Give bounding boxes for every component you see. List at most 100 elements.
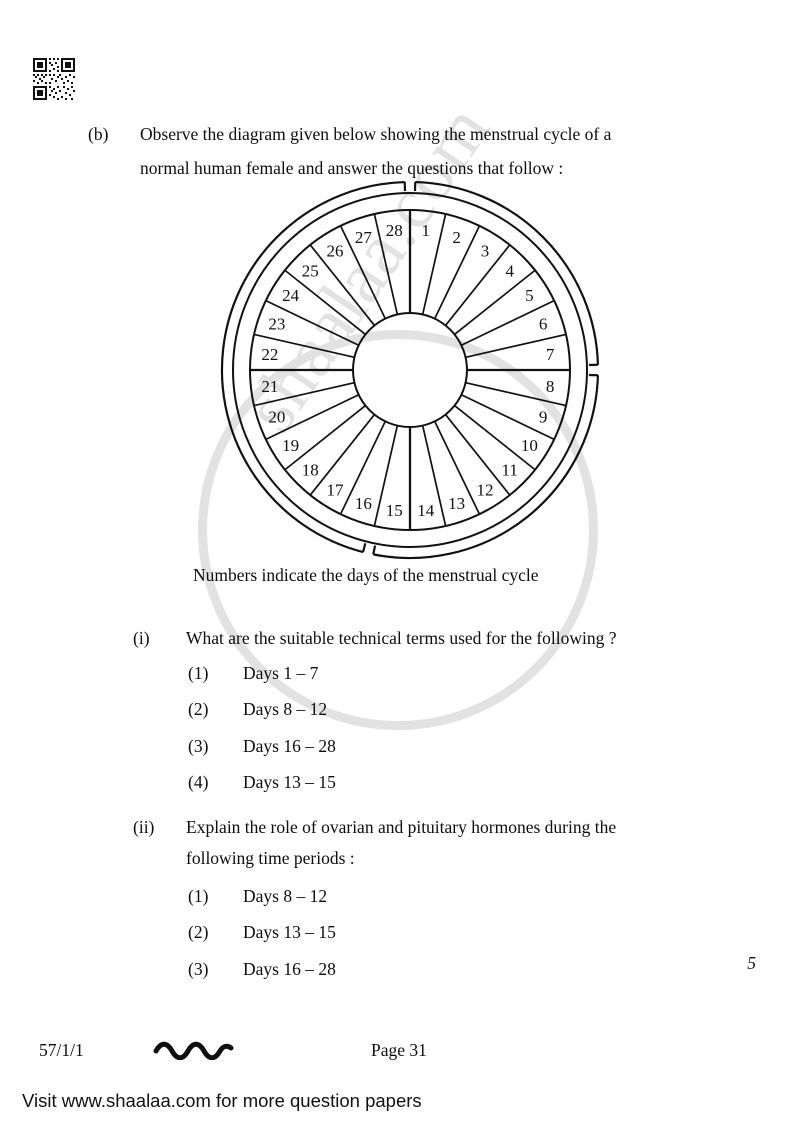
list-item: (2) Days 8 – 12	[188, 692, 608, 729]
wheel-spoke	[253, 381, 355, 407]
sub-question-i-label: (i)	[133, 628, 150, 648]
option-text: Days 13 – 15	[243, 772, 336, 793]
option-text: Days 16 – 28	[243, 735, 336, 756]
wheel-hub-circle	[352, 312, 468, 428]
list-item: (4) Days 13 – 15	[188, 765, 608, 802]
wheel-day-number: 24	[282, 286, 300, 305]
diagram-caption: Numbers indicate the days of the menstru…	[193, 565, 539, 585]
wheel-outer-circle	[232, 192, 588, 548]
wheel-spoke	[433, 225, 481, 320]
wheel-spoke	[373, 213, 399, 315]
visit-site-note: Visit www.shaalaa.com for more question …	[22, 1090, 422, 1111]
sub-question-ii-text: Explain the role of ovarian and pituitar…	[186, 812, 733, 874]
list-item: (1) Days 1 – 7	[188, 655, 608, 692]
wheel-day-number: 15	[386, 501, 403, 520]
sub-question-i: (i) What are the suitable technical term…	[133, 621, 733, 655]
wheel-spoke	[421, 213, 447, 315]
page-number: Page 31	[371, 1040, 427, 1060]
wheel-day-number: 13	[448, 494, 465, 513]
question-part-b: (b) Observe the diagram given below show…	[88, 117, 738, 185]
option-text: Days 8 – 12	[243, 699, 328, 720]
wheel-spoke	[444, 414, 511, 496]
sub-question-ii: (ii) Explain the role of ovarian and pit…	[133, 812, 733, 874]
wheel-spoke	[309, 414, 376, 496]
list-item: (3) Days 16 – 28	[188, 728, 608, 765]
wheel-day-number: 1	[422, 221, 431, 240]
phase-bracket-tick	[372, 545, 377, 555]
sub-question-i-text: What are the suitable technical terms us…	[186, 628, 617, 648]
wheel-day-number: 3	[481, 242, 490, 261]
wheel-spoke	[284, 404, 366, 471]
wheel-day-number: 17	[326, 480, 344, 499]
option-number: (4)	[188, 772, 209, 793]
wheel-day-number: 6	[539, 314, 548, 333]
option-number: (2)	[188, 922, 209, 943]
sub-question-ii-label: (ii)	[133, 817, 155, 837]
sub-question-ii-options: (1) Days 8 – 12 (2) Days 13 – 15 (3) Day…	[188, 878, 608, 988]
list-item: (1) Days 8 – 12	[188, 878, 608, 915]
marks-value: 5	[747, 953, 756, 973]
sub-question-ii-line1: Explain the role of ovarian and pituitar…	[186, 817, 617, 837]
wheel-day-number: 10	[521, 436, 538, 455]
list-item: (3) Days 16 – 28	[188, 951, 608, 988]
wheel-day-number: 25	[302, 261, 319, 280]
wheel-day-number: 27	[355, 228, 373, 247]
wheel-spoke	[433, 420, 481, 515]
wheel-spoke	[460, 393, 555, 441]
phase-bracket-arc	[220, 180, 405, 554]
wheel-day-number: 5	[525, 286, 534, 305]
wheel-spoke	[465, 381, 567, 407]
option-number: (2)	[188, 699, 209, 720]
phase-bracket-arc	[415, 180, 600, 365]
wheel-spoke	[454, 404, 536, 471]
wheel-spoke	[339, 225, 387, 320]
wheel-spoke	[421, 425, 447, 527]
wheel-day-number: 4	[505, 261, 514, 280]
option-text: Days 8 – 12	[243, 885, 328, 906]
wheel-day-number: 8	[546, 377, 555, 396]
wheel-spoke	[339, 420, 387, 515]
wheel-spoke	[284, 269, 366, 336]
wheel-day-number: 23	[268, 314, 285, 333]
part-b-prompt-line2: normal human female and answer the quest…	[140, 158, 564, 178]
part-b-prompt-line1: Observe the diagram given below showing …	[140, 124, 612, 144]
wheel-day-number: 28	[386, 221, 403, 240]
sub-question-ii-line2: following time periods :	[186, 848, 355, 868]
part-b-prompt: Observe the diagram given below showing …	[140, 117, 738, 185]
wheel-day-number: 2	[452, 228, 461, 247]
paper-code: 57/1/1	[39, 1040, 84, 1060]
wheel-day-number: 12	[477, 480, 494, 499]
sub-question-i-options: (1) Days 1 – 7 (2) Days 8 – 12 (3) Days …	[188, 655, 608, 801]
wheel-spokes	[250, 210, 570, 530]
wheel-day-number: 9	[539, 408, 548, 427]
wheel-day-number: 18	[302, 461, 319, 480]
wheel-day-number: 22	[261, 345, 278, 364]
qr-code-icon	[33, 58, 75, 100]
option-text: Days 16 – 28	[243, 958, 336, 979]
wheel-day-number: 14	[417, 501, 435, 520]
wheel-day-number: 20	[268, 408, 285, 427]
phase-bracket-tick	[361, 543, 367, 553]
option-number: (1)	[188, 662, 209, 683]
wheel-spoke	[309, 244, 376, 326]
option-text: Days 1 – 7	[243, 662, 319, 683]
option-number: (1)	[188, 885, 209, 906]
list-item: (2) Days 13 – 15	[188, 915, 608, 952]
wheel-day-number: 7	[546, 345, 555, 364]
option-text: Days 13 – 15	[243, 922, 336, 943]
wheel-spoke	[265, 393, 360, 441]
wheel-spoke	[444, 244, 511, 326]
wheel-day-number: 11	[502, 461, 518, 480]
wheel-day-number: 19	[282, 436, 299, 455]
option-number: (3)	[188, 958, 209, 979]
wheel-day-number: 16	[355, 494, 372, 513]
option-number: (3)	[188, 735, 209, 756]
part-b-label: (b)	[88, 124, 109, 144]
wheel-day-number: 26	[326, 242, 343, 261]
wavy-divider-icon	[153, 1038, 241, 1065]
page-footer: 57/1/1 Page 31	[0, 1040, 800, 1068]
wheel-day-number: 21	[261, 377, 278, 396]
